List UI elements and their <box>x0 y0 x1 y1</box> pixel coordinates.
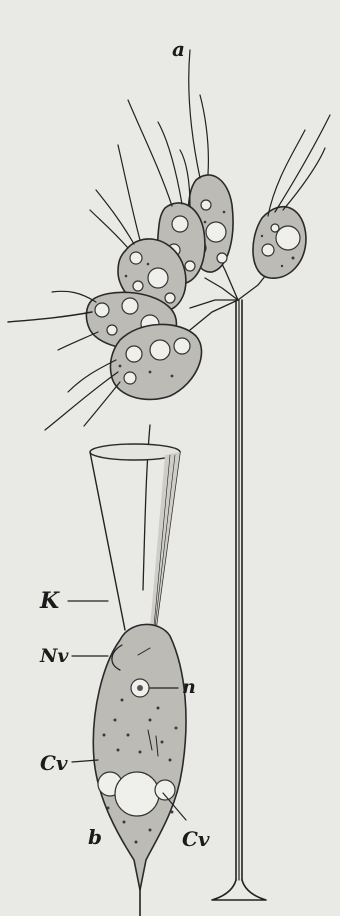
label-K: K <box>39 588 60 614</box>
label-a: a <box>172 37 185 61</box>
label-n: n <box>182 676 196 698</box>
label-Cv-right: Cv <box>182 827 210 851</box>
label-Nv: Nv <box>39 645 69 667</box>
label-Cv-left: Cv <box>40 751 68 775</box>
label-b: b <box>88 825 102 849</box>
